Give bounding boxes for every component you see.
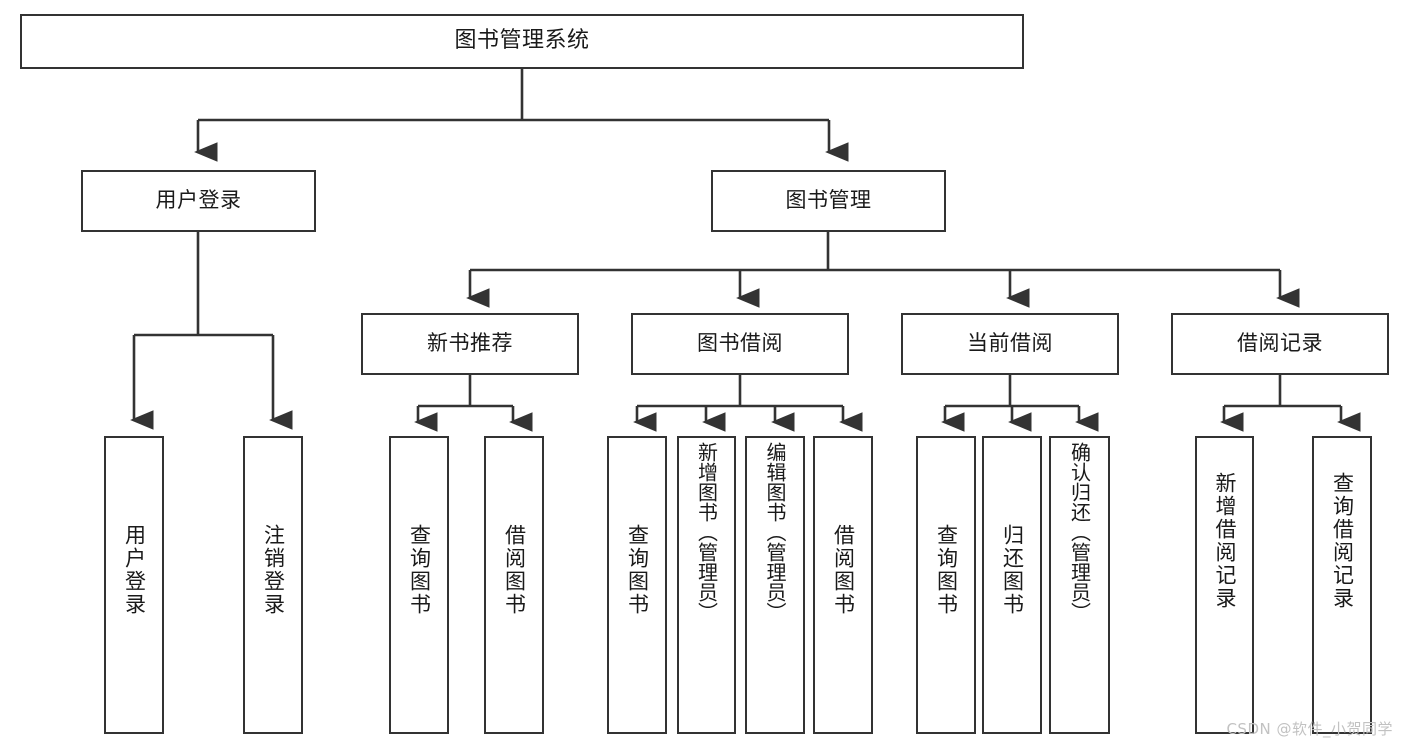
node-leaf-edit-book-label: 编辑图书（管理员） <box>763 442 787 622</box>
node-book-manage[interactable]: 图书管理 <box>711 170 946 232</box>
node-leaf-confirm-return-label: 确认归还（管理员） <box>1067 442 1092 622</box>
node-new-book-recommend[interactable]: 新书推荐 <box>361 313 579 375</box>
node-leaf-return-book-label: 归还图书 <box>1000 524 1025 616</box>
node-book-manage-label: 图书管理 <box>785 188 872 213</box>
node-leaf-query-record[interactable]: 查询借阅记录 <box>1312 436 1372 734</box>
node-leaf-query-book-2-label: 查询图书 <box>625 524 650 616</box>
node-book-borrow[interactable]: 图书借阅 <box>631 313 849 375</box>
node-leaf-query-book-3-label: 查询图书 <box>934 524 959 616</box>
node-leaf-user-login-label: 用户登录 <box>122 524 147 616</box>
node-leaf-query-book-3[interactable]: 查询图书 <box>916 436 976 734</box>
node-borrow-record-label: 借阅记录 <box>1237 331 1323 356</box>
node-new-book-recommend-label: 新书推荐 <box>427 331 513 356</box>
node-user-login[interactable]: 用户登录 <box>81 170 316 232</box>
node-leaf-add-book-label: 新增图书（管理员） <box>694 442 719 622</box>
node-leaf-query-book-2[interactable]: 查询图书 <box>607 436 667 734</box>
node-root-label: 图书管理系统 <box>454 28 590 54</box>
node-current-borrow-label: 当前借阅 <box>967 331 1053 356</box>
node-leaf-confirm-return[interactable]: 确认归还（管理员） <box>1049 436 1110 734</box>
node-leaf-logout[interactable]: 注销登录 <box>243 436 303 734</box>
node-borrow-record[interactable]: 借阅记录 <box>1171 313 1389 375</box>
node-leaf-add-record[interactable]: 新增借阅记录 <box>1195 436 1254 734</box>
node-leaf-borrow-book-2-label: 借阅图书 <box>831 524 856 616</box>
node-leaf-query-book-1[interactable]: 查询图书 <box>389 436 449 734</box>
node-user-login-label: 用户登录 <box>155 188 242 213</box>
node-book-borrow-label: 图书借阅 <box>697 331 783 356</box>
node-leaf-query-record-label: 查询借阅记录 <box>1330 472 1355 610</box>
node-leaf-add-book[interactable]: 新增图书（管理员） <box>677 436 736 734</box>
node-leaf-query-book-1-label: 查询图书 <box>407 524 432 616</box>
node-leaf-edit-book[interactable]: 编辑图书（管理员） <box>745 436 805 734</box>
node-leaf-user-login[interactable]: 用户登录 <box>104 436 164 734</box>
node-leaf-borrow-book-1-label: 借阅图书 <box>502 524 527 616</box>
node-root[interactable]: 图书管理系统 <box>20 14 1024 69</box>
node-leaf-borrow-book-1[interactable]: 借阅图书 <box>484 436 544 734</box>
node-current-borrow[interactable]: 当前借阅 <box>901 313 1119 375</box>
node-leaf-return-book[interactable]: 归还图书 <box>982 436 1042 734</box>
node-leaf-logout-label: 注销登录 <box>261 524 286 616</box>
node-leaf-add-record-label: 新增借阅记录 <box>1213 472 1237 610</box>
node-leaf-borrow-book-2[interactable]: 借阅图书 <box>813 436 873 734</box>
